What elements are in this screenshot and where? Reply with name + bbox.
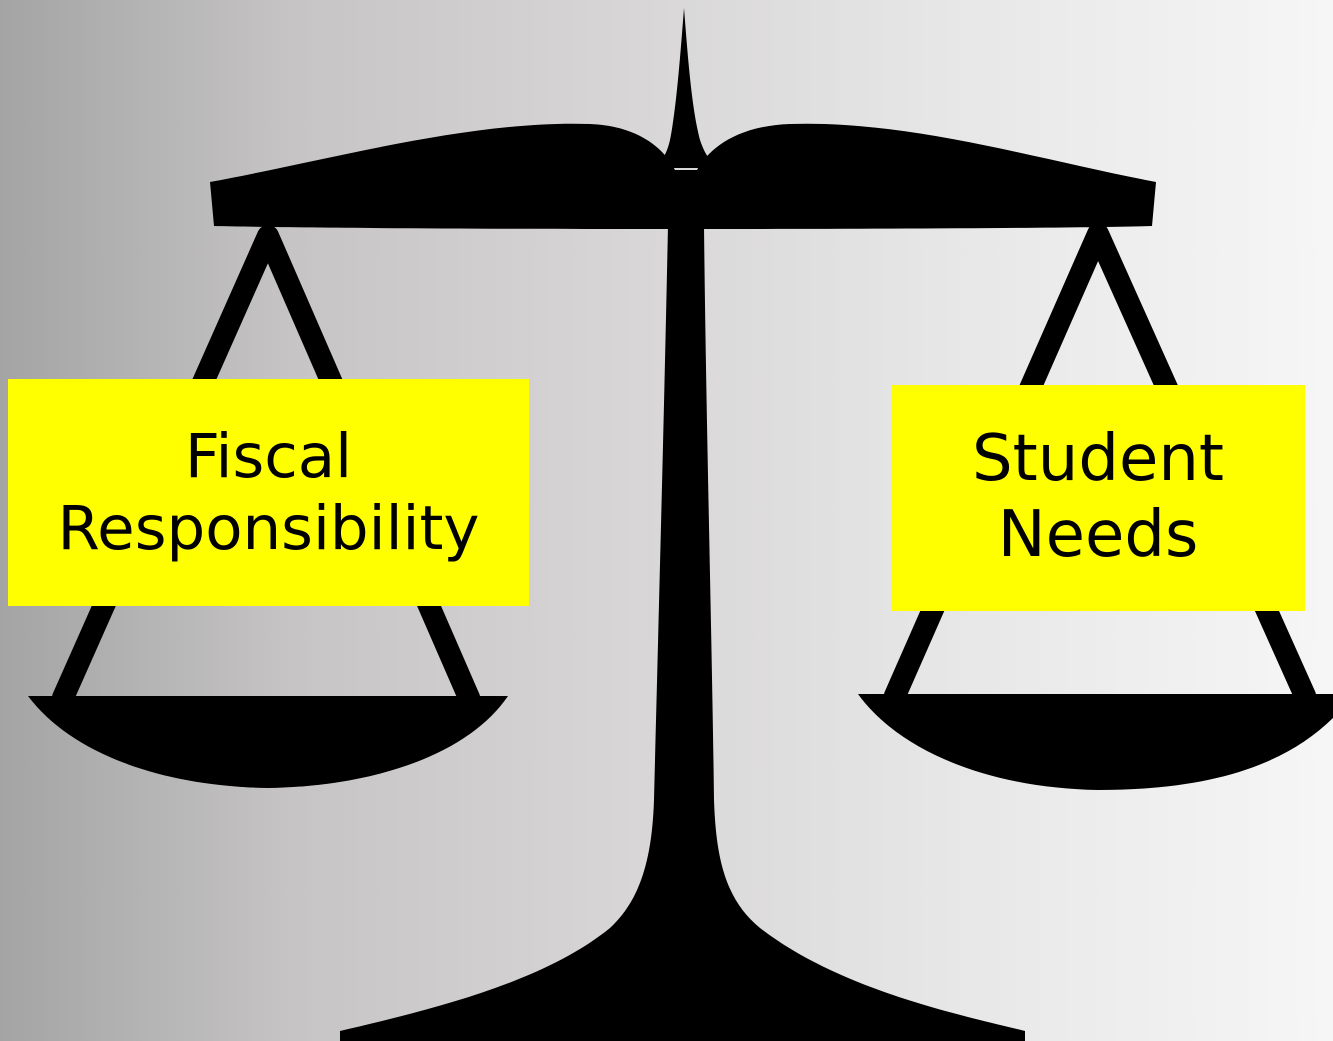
scale-pillar [340, 225, 1025, 1041]
scale-beam [210, 123, 1156, 229]
label-left-line2: Responsibility [57, 492, 480, 564]
label-left-line1: Fiscal [184, 420, 353, 492]
student-needs-label: Student Needs [891, 385, 1305, 611]
fiscal-responsibility-label: Fiscal Responsibility [8, 379, 529, 606]
left-pan [28, 696, 508, 788]
scale-finial [650, 8, 722, 168]
label-right-line2: Needs [997, 498, 1199, 572]
label-right-line1: Student [972, 422, 1224, 497]
right-pan [858, 694, 1333, 790]
